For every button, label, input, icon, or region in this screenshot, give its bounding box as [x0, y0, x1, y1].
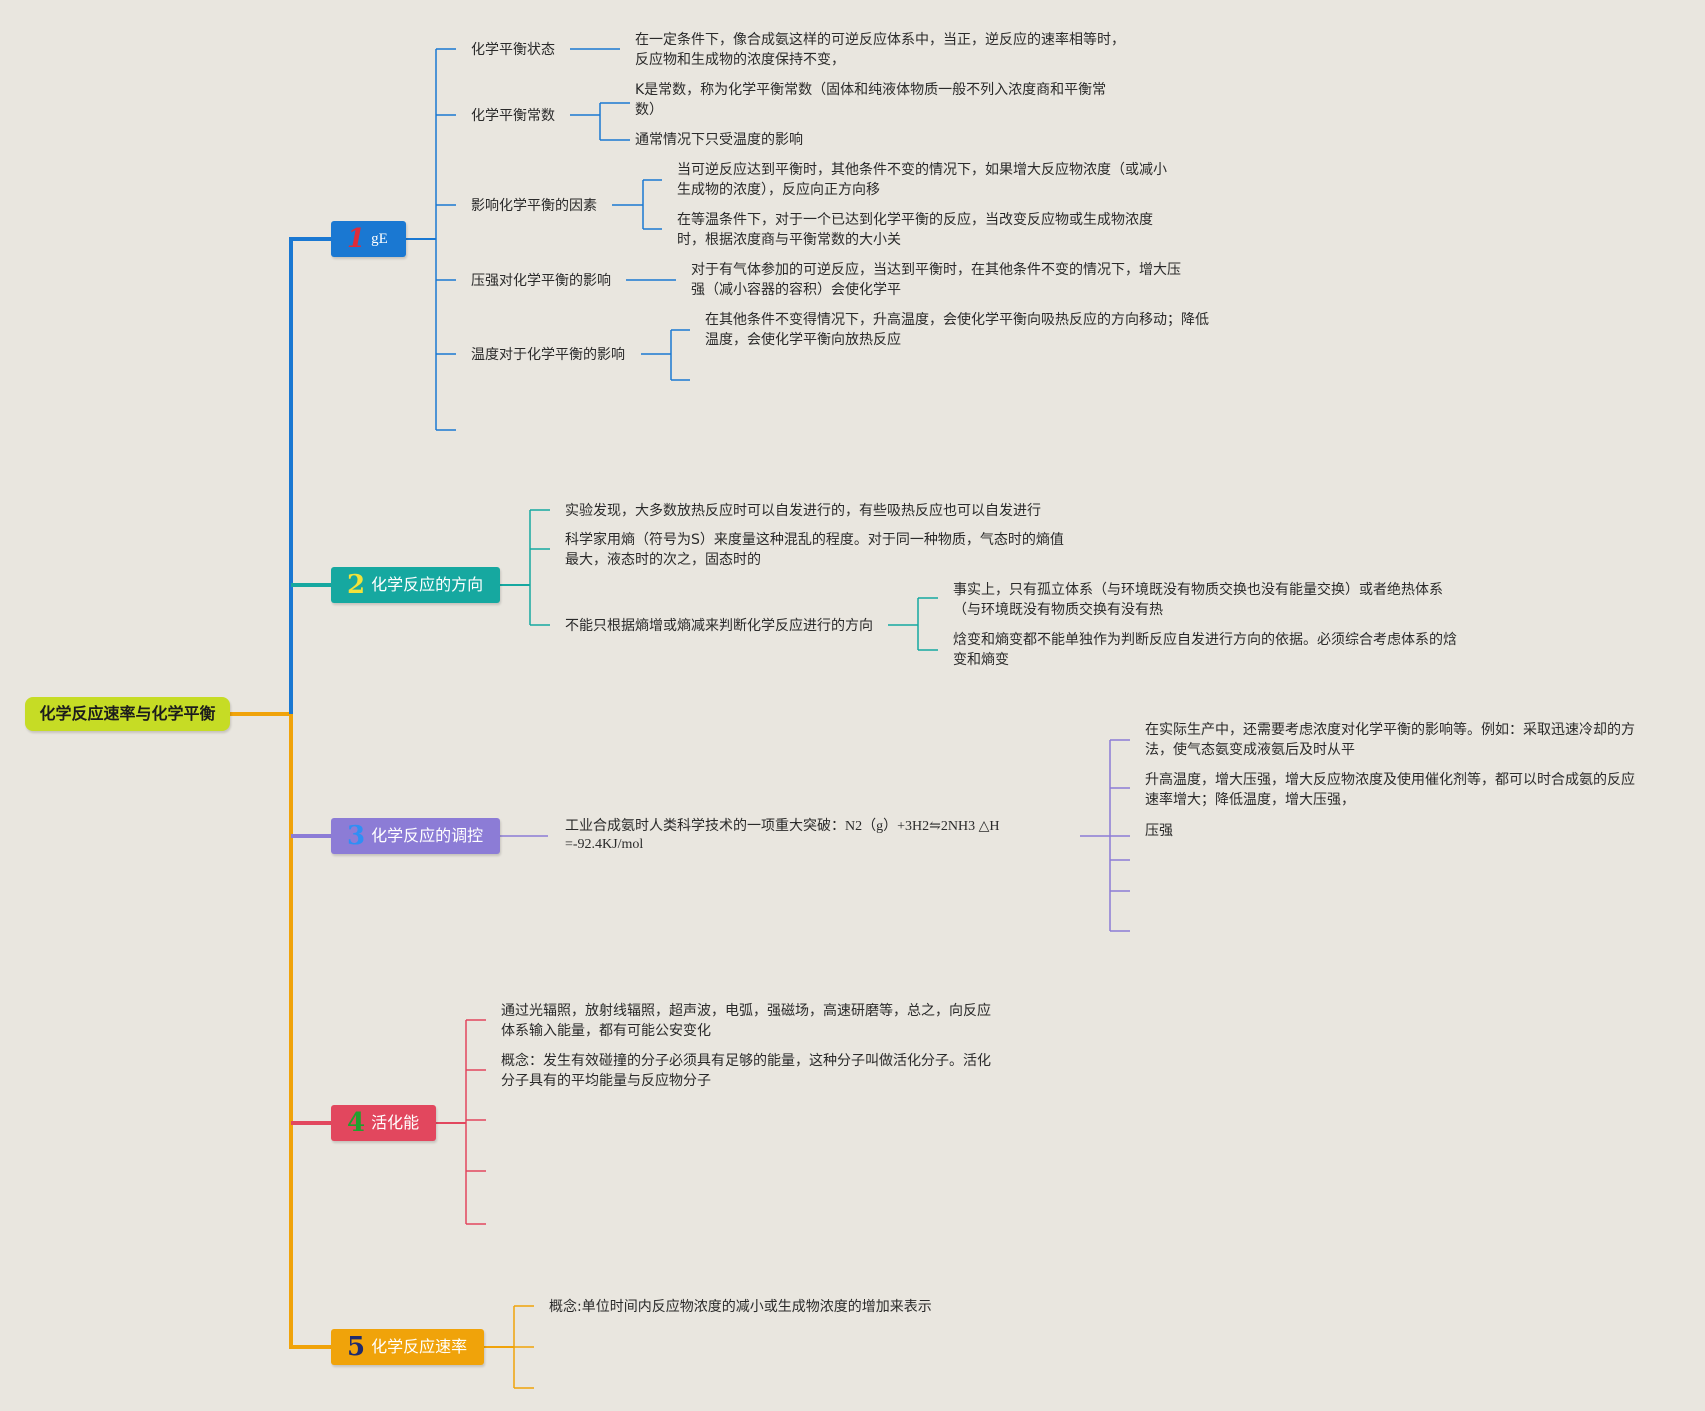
branch-5-label: 化学反应速率 [371, 1337, 468, 1356]
direction-item-criterion[interactable]: 不能只根据熵增或熵减来判断化学反应进行的方向 [565, 618, 873, 634]
direction-sub-isolated[interactable]: 事实上，只有孤立体系（与环境既没有物质交换也没有能量交换）或者绝热体系（与环境既… [953, 582, 1443, 618]
topic-equilibrium-constant[interactable]: 化学平衡常数 [471, 108, 555, 124]
detail-factor-concentration[interactable]: 当可逆反应达到平衡时，其他条件不变的情况下，如果增大反应物浓度（或减小生成物的浓… [677, 162, 1167, 198]
branch-2-number: 2 [347, 570, 366, 600]
topic-equilibrium-state[interactable]: 化学平衡状态 [471, 42, 555, 58]
direction-sub-enthalpy-entropy[interactable]: 焓变和熵变都不能单独作为判断反应自发进行方向的依据。必须综合考虑体系的焓变和熵变 [953, 632, 1457, 668]
control-item-pressure[interactable]: 压强 [1145, 823, 1173, 839]
branch-4-number: 4 [347, 1108, 366, 1138]
branch-2-label: 化学反应的方向 [371, 575, 484, 594]
rate-item-concept[interactable]: 概念:单位时间内反应物浓度的减小或生成物浓度的增加来表示 [549, 1299, 932, 1315]
detail-equilibrium-constant-temp[interactable]: 通常情况下只受温度的影响 [635, 132, 803, 148]
branch-1-label: gE [371, 231, 388, 247]
branch-4-label: 活化能 [371, 1113, 420, 1132]
detail-factor-isothermal[interactable]: 在等温条件下，对于一个已达到化学平衡的反应，当改变反应物或生成物浓度时，根据浓度… [677, 212, 1153, 248]
control-item-conditions[interactable]: 升高温度，增大压强，增大反应物浓度及使用催化剂等，都可以时合成氨的反应速率增大；… [1145, 772, 1635, 808]
branch-4-node[interactable]: 4 活化能 [331, 1105, 436, 1141]
branch-2-node[interactable]: 2 化学反应的方向 [331, 567, 500, 603]
activation-item-concept[interactable]: 概念：发生有效碰撞的分子必须具有足够的能量，这种分子叫做活化分子。活化分子具有的… [501, 1053, 991, 1089]
topic-temperature-effect[interactable]: 温度对于化学平衡的影响 [471, 347, 625, 363]
topic-equilibrium-factors[interactable]: 影响化学平衡的因素 [471, 198, 597, 214]
detail-pressure[interactable]: 对于有气体参加的可逆反应，当达到平衡时，在其他条件不变的情况下，增大压强（减小容… [691, 262, 1181, 298]
control-ammonia-synthesis[interactable]: 工业合成氨时人类科学技术的一项重大突破：N2（g）+3H2⇋2NH3 △H =-… [565, 819, 1000, 852]
detail-equilibrium-constant-k[interactable]: K是常数，称为化学平衡常数（固体和纯液体物质一般不列入浓度商和平衡常数） [635, 82, 1107, 118]
activation-item-energy-input[interactable]: 通过光辐照，放射线辐照，超声波，电弧，强磁场，高速研磨等，总之，向反应体系输入能… [501, 1003, 991, 1039]
branch-5-node[interactable]: 5 化学反应速率 [331, 1329, 484, 1365]
root-topic[interactable]: 化学反应速率与化学平衡 [25, 697, 230, 731]
branch-3-label: 化学反应的调控 [371, 826, 484, 845]
detail-equilibrium-state[interactable]: 在一定条件下，像合成氨这样的可逆反应体系中，当正，逆反应的速率相等时，反应物和生… [635, 32, 1125, 68]
branch-5-number: 5 [347, 1332, 366, 1362]
detail-temperature[interactable]: 在其他条件不变得情况下，升高温度，会使化学平衡向吸热反应的方向移动；降低温度，会… [705, 312, 1209, 348]
branch-3-number: 3 [347, 821, 366, 851]
branch-1-node[interactable]: 1 gE [331, 221, 406, 257]
direction-item-entropy[interactable]: 科学家用熵（符号为S）来度量这种混乱的程度。对于同一种物质，气态时的熵值最大，液… [565, 532, 1064, 568]
branch-1-number: 1 [347, 224, 366, 254]
direction-item-exothermic[interactable]: 实验发现，大多数放热反应时可以自发进行的，有些吸热反应也可以自发进行 [565, 503, 1041, 519]
control-item-production[interactable]: 在实际生产中，还需要考虑浓度对化学平衡的影响等。例如：采取迅速冷却的方法，使气态… [1145, 722, 1635, 758]
topic-pressure-effect[interactable]: 压强对化学平衡的影响 [471, 273, 611, 289]
branch-3-node[interactable]: 3 化学反应的调控 [331, 818, 500, 854]
